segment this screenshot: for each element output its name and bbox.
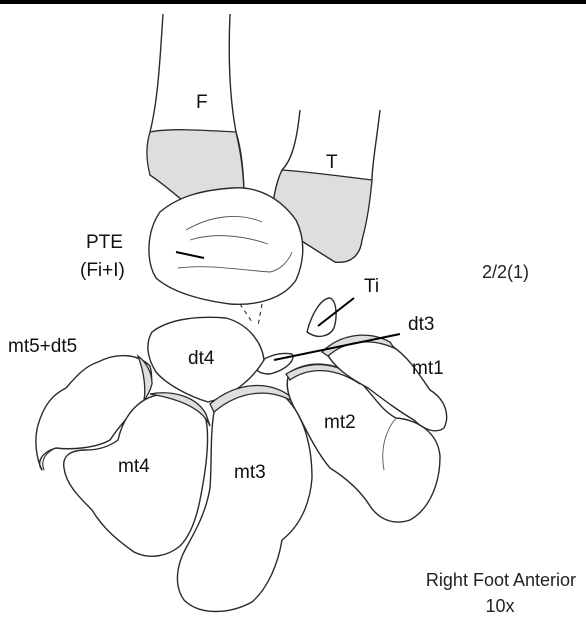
label-mt3: mt3 [234, 462, 266, 483]
label-pte: PTE [86, 232, 123, 253]
tibiale-bone [307, 298, 336, 336]
label-dt3: dt3 [408, 314, 434, 335]
label-mt1: mt1 [412, 358, 444, 379]
pte-bone [149, 188, 303, 305]
label-tibia: T [326, 152, 338, 173]
label-pte-sub: (Fi+I) [80, 260, 125, 281]
label-fibula: F [196, 92, 208, 113]
label-mt4: mt4 [118, 456, 150, 477]
stage-text: 2/2(1) [482, 262, 529, 282]
magnification-caption: 10x [485, 596, 514, 616]
label-tibiale: Ti [364, 276, 379, 297]
top-border [0, 0, 586, 4]
label-mt5-dt5: mt5+dt5 [8, 336, 77, 357]
label-mt2: mt2 [324, 412, 356, 433]
view-caption: Right Foot Anterior [426, 570, 576, 590]
dashed-fusion-line [240, 304, 262, 326]
label-dt4: dt4 [188, 348, 215, 369]
